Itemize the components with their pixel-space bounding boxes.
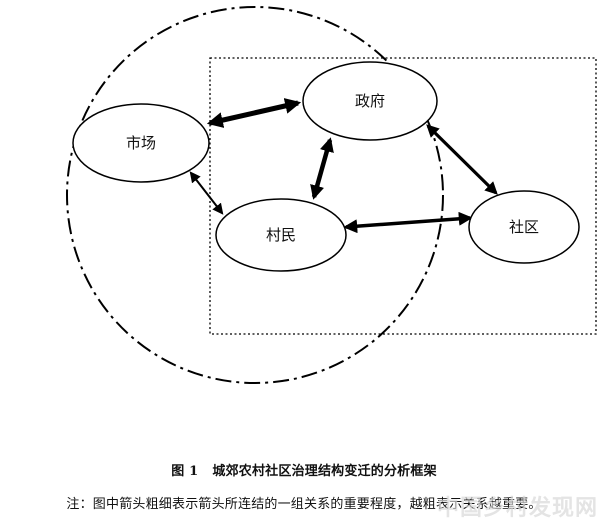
figure-number: 图 1 — [171, 464, 199, 479]
node-community: 社区 — [468, 190, 580, 264]
figure-note: 注：图中箭头粗细表示箭头所连结的一组关系的重要程度，越粗表示关系越重要。 — [66, 497, 542, 512]
arrow-market-villagers — [189, 171, 224, 215]
node-government-label: 政府 — [355, 92, 385, 110]
arrow-villagers-community — [343, 211, 473, 234]
node-community-label: 社区 — [509, 218, 539, 236]
node-villagers: 村民 — [215, 198, 347, 272]
node-market: 市场 — [72, 103, 210, 183]
figure-caption: 图 1 城郊农村社区治理结构变迁的分析框架 — [0, 460, 608, 479]
arrow-government-community — [426, 124, 498, 195]
node-government: 政府 — [302, 61, 438, 141]
community-boundary-rect — [209, 57, 597, 335]
node-villagers-label: 村民 — [266, 226, 296, 244]
arrow-market-government — [206, 98, 302, 128]
figure-title: 城郊农村社区治理结构变迁的分析框架 — [212, 464, 437, 479]
node-market-label: 市场 — [126, 134, 156, 152]
market-boundary-circle — [66, 6, 444, 384]
arrow-government-villagers — [310, 137, 334, 200]
watermark: 中国乡村发现网 — [436, 496, 598, 521]
